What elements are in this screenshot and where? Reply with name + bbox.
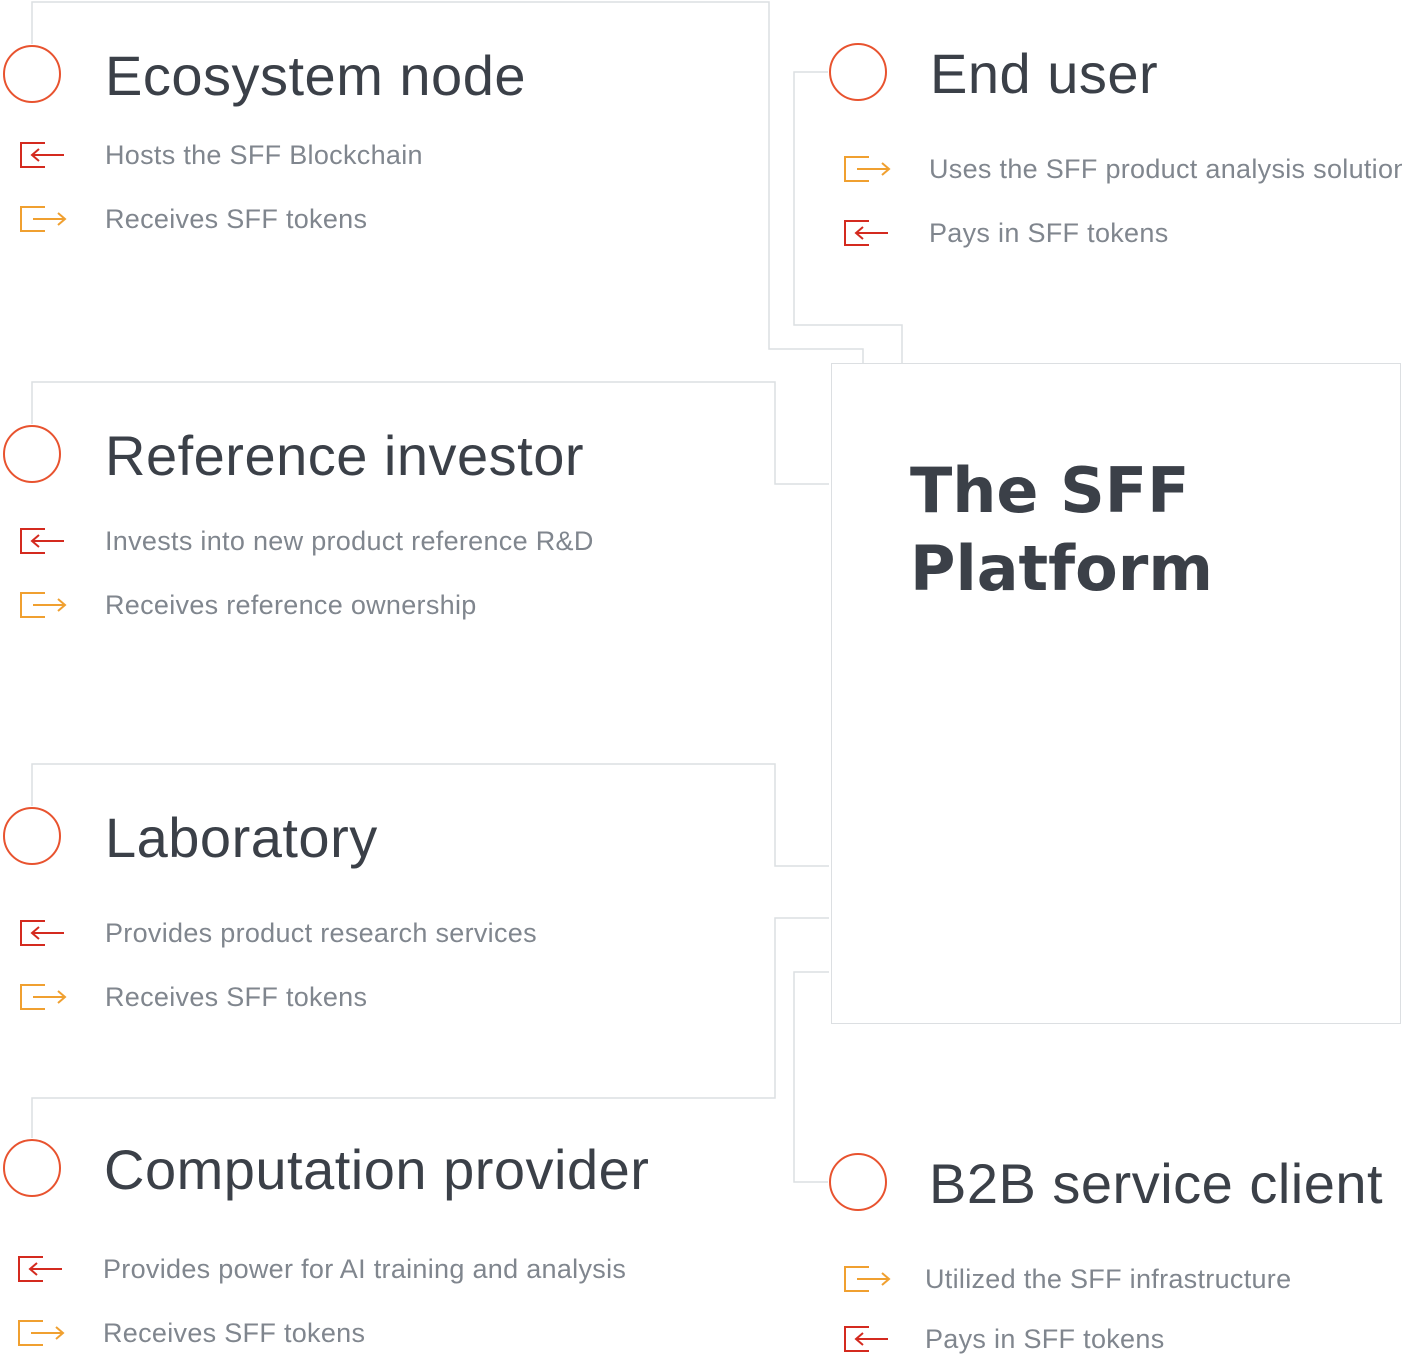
actor-circle-icon	[829, 1153, 887, 1211]
actor-title: Computation provider	[104, 1138, 650, 1201]
flow-row-text: Uses the SFF product analysis solution	[929, 154, 1402, 184]
flow-row-text: Provides power for AI training and analy…	[103, 1254, 627, 1284]
flow-row-text: Hosts the SFF Blockchain	[105, 140, 423, 170]
arrow-out-icon	[18, 1320, 65, 1346]
actor-circle-icon	[3, 1139, 61, 1197]
flow-row-text: Invests into new product reference R&D	[105, 526, 594, 556]
flow-row-text: Receives SFF tokens	[105, 204, 368, 234]
actor-title: End user	[930, 42, 1159, 105]
flow-row-text: Utilized the SFF infrastructure	[925, 1264, 1292, 1294]
flow-row-text: Pays in SFF tokens	[929, 218, 1169, 248]
arrow-out-icon	[20, 206, 67, 232]
flow-row-text: Receives SFF tokens	[103, 1318, 366, 1348]
actor-title: Reference investor	[105, 424, 585, 487]
actor-circle-icon	[3, 807, 61, 865]
actor-title: Ecosystem node	[105, 44, 526, 107]
platform-title-line2: Platform	[910, 532, 1213, 605]
arrow-out-icon	[20, 984, 67, 1010]
flow-row-text: Provides product research services	[105, 918, 537, 948]
actor-title: B2B service client	[929, 1152, 1384, 1215]
platform-title: The SFF Platform	[910, 452, 1330, 608]
actor-circle-icon	[3, 45, 61, 103]
arrow-out-icon	[844, 156, 891, 182]
arrow-in-icon	[20, 528, 64, 554]
arrow-in-icon	[20, 920, 64, 946]
arrow-in-icon	[18, 1256, 62, 1282]
arrow-out-icon	[20, 592, 67, 618]
actor-circle-icon	[3, 425, 61, 483]
platform-title-line1: The SFF	[910, 454, 1190, 527]
arrow-in-icon	[844, 220, 888, 246]
flow-row-text: Pays in SFF tokens	[925, 1324, 1165, 1354]
arrow-in-icon	[844, 1326, 888, 1352]
arrow-out-icon	[844, 1266, 891, 1292]
flow-row-text: Receives SFF tokens	[105, 982, 368, 1012]
actor-circle-icon	[829, 43, 887, 101]
platform-box: The SFF Platform	[831, 363, 1401, 1024]
actor-title: Laboratory	[105, 806, 378, 869]
flow-row-text: Receives reference ownership	[105, 590, 477, 620]
arrow-in-icon	[20, 142, 64, 168]
